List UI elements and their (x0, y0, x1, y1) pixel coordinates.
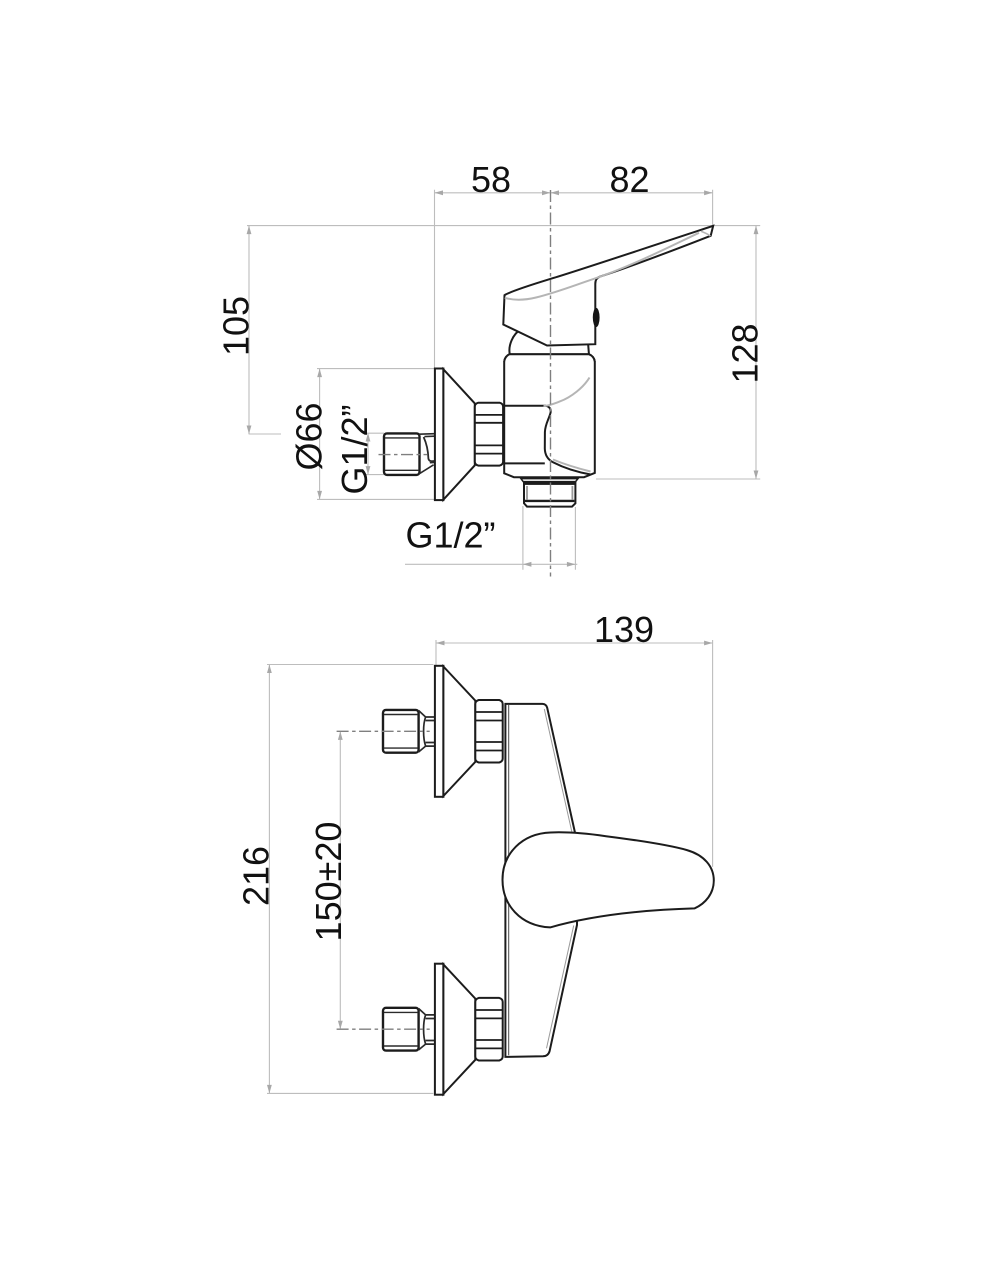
svg-text:G1/2”: G1/2” (334, 404, 375, 494)
svg-text:82: 82 (609, 159, 649, 200)
svg-text:G1/2”: G1/2” (405, 515, 495, 556)
svg-text:128: 128 (725, 323, 766, 383)
svg-text:58: 58 (471, 159, 511, 200)
svg-text:105: 105 (216, 296, 257, 356)
svg-text:139: 139 (594, 609, 654, 650)
svg-text:216: 216 (236, 846, 277, 906)
svg-text:150±20: 150±20 (308, 822, 349, 942)
svg-text:Ø66: Ø66 (289, 402, 330, 470)
